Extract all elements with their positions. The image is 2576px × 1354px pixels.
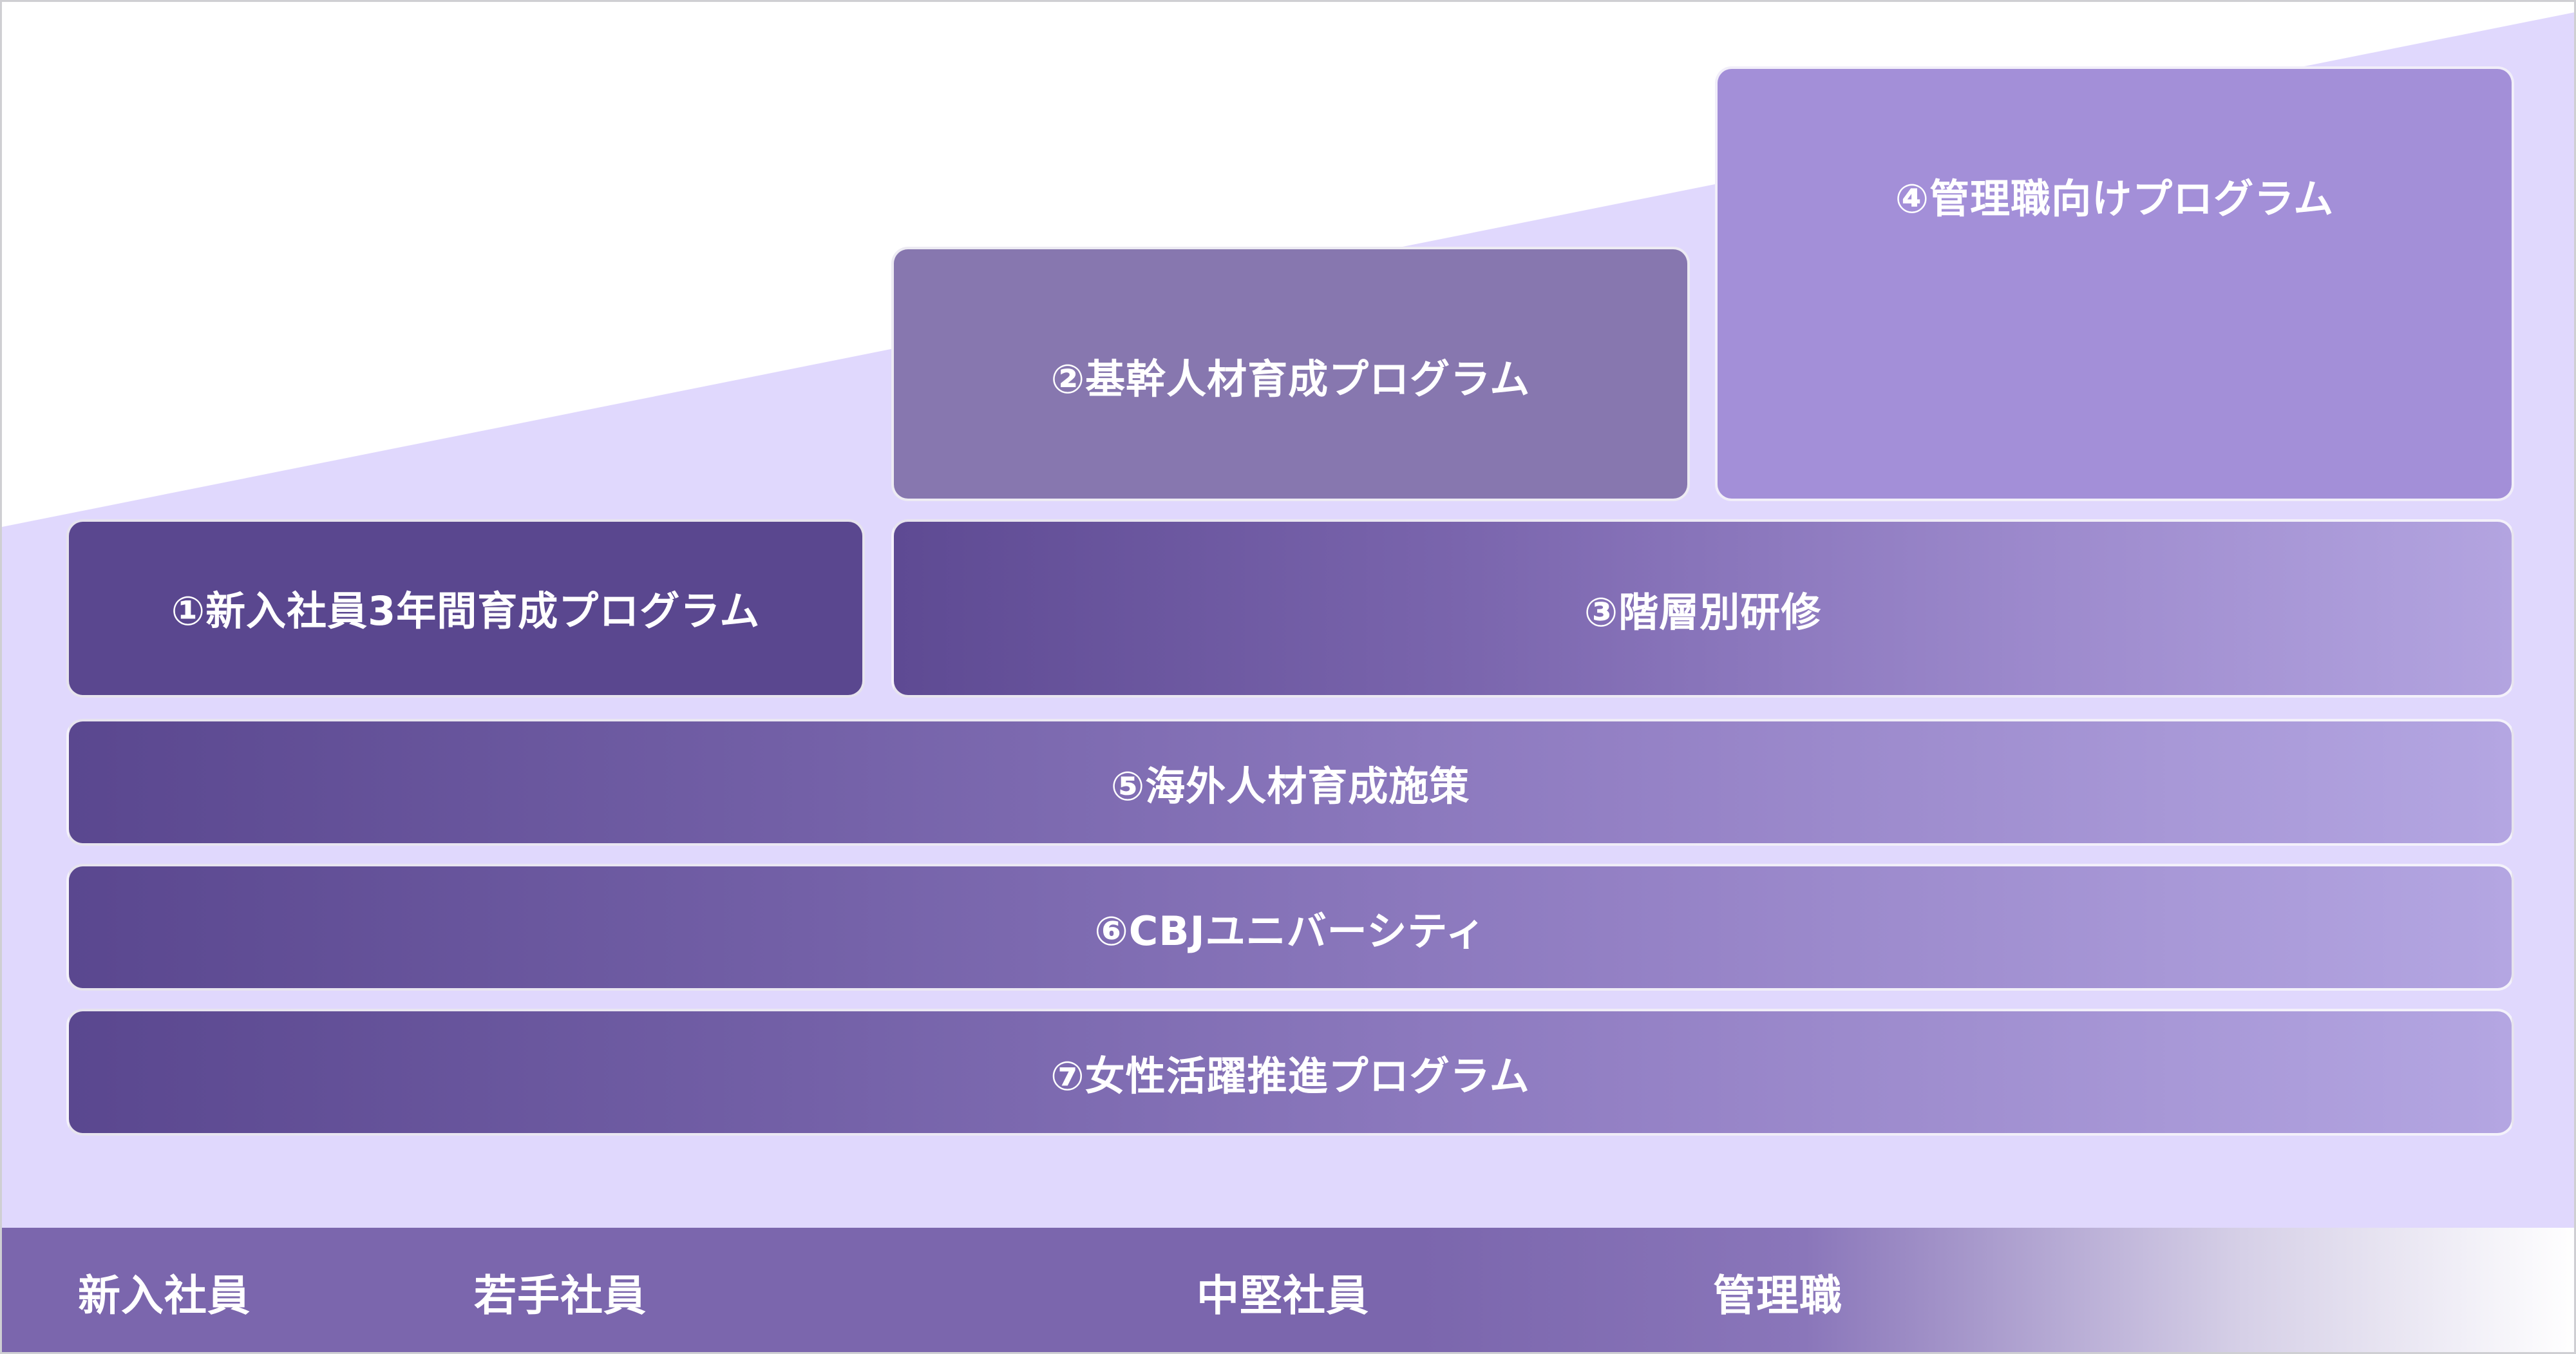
program-women-advancement: ⑦女性活躍推進プログラム <box>66 1009 2514 1136</box>
program-global-talent-label: ⑤海外人材育成施策 <box>1110 762 1470 810</box>
program-global-talent: ⑤海外人材育成施策 <box>66 719 2514 846</box>
program-core-talent: ②基幹人材育成プログラム <box>891 247 1690 501</box>
program-tiered-training-label: ③階層別研修 <box>1584 588 1822 636</box>
program-tiered-training: ③階層別研修 <box>891 519 2514 698</box>
stage-young-employee: 若手社員 <box>474 1270 647 1321</box>
program-cbj-university-label: ⑥CBJユニバーシティ <box>1094 907 1486 955</box>
career-stage-bar: 新入社員 若手社員 中堅社員 管理職 <box>2 1228 2574 1352</box>
program-manager-label: ④管理職向けプログラム <box>1895 175 2334 222</box>
stage-manager: 管理職 <box>1713 1270 1842 1321</box>
program-women-advancement-label: ⑦女性活躍推進プログラム <box>1050 1052 1530 1100</box>
stage-new-employee: 新入社員 <box>78 1270 251 1321</box>
program-new-employee-3year-label: ①新入社員3年間育成プログラム <box>171 587 761 634</box>
program-new-employee-3year: ①新入社員3年間育成プログラム <box>66 519 865 698</box>
program-cbj-university: ⑥CBJユニバーシティ <box>66 864 2514 991</box>
program-core-talent-label: ②基幹人材育成プログラム <box>1050 355 1531 403</box>
stage-mid-level-employee: 中堅社員 <box>1197 1270 1369 1321</box>
program-manager: ④管理職向けプログラム <box>1715 66 2514 501</box>
